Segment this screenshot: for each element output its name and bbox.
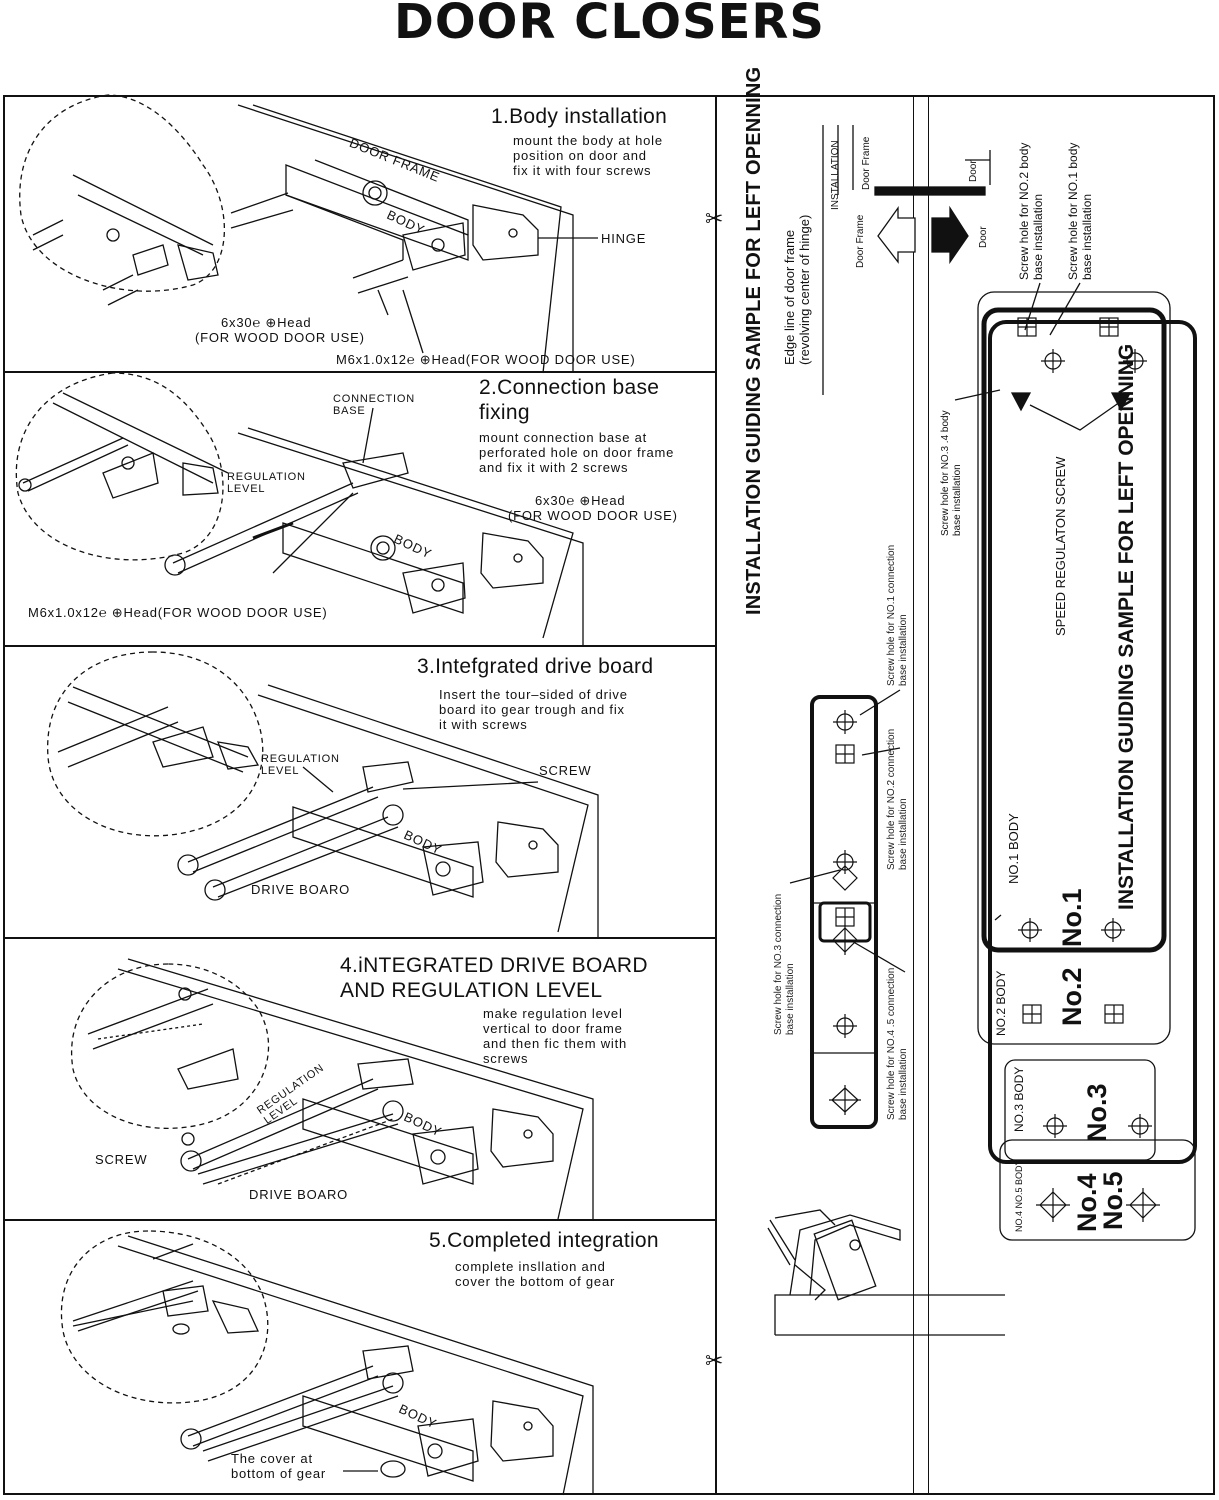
step-5-illustration (60, 1230, 594, 1496)
step-4-heading: 4.iNTEGRATED DRIVE BOARD AND REGULATION … (340, 954, 648, 1002)
regulation-level-label: REGULATION LEVEL (261, 753, 340, 777)
speed-regulation-screw-label: SPEED REGULATON SCREW (1053, 456, 1068, 636)
edge-line-label: Edge line of door frame (revolving cente… (782, 214, 812, 365)
step-3-heading: 3.Intefgrated drive board (417, 655, 654, 678)
step-2: 2.Connection base fixing mount connectio… (3, 372, 716, 647)
drive-board-label: DRIVE BOARO (249, 1187, 349, 1202)
no2-body-label: NO.2 BODY (994, 970, 1008, 1036)
installation-label: INSTALLATION (830, 140, 841, 210)
cut-line-2 (928, 95, 929, 1495)
step-1: 1.Body installation mount the body at ho… (3, 94, 716, 374)
screw-spec-m6: M6x1.0x12℮ ⊕Head(FOR WOOD DOOR USE) (28, 605, 328, 620)
body-no3-hole-label: Screw hole for NO.3 .4 body base install… (940, 410, 963, 536)
scissors-icon: ✂ (705, 206, 724, 231)
step-1-heading: 1.Body installation (491, 105, 668, 128)
step-4-illustration (71, 958, 594, 1260)
conn-no45-label: Screw hole for NO.4 .5 connection base i… (886, 967, 909, 1120)
template-title-left: INSTALLATION GUIDING SAMPLE FOR LEFT OPE… (743, 66, 765, 615)
step-5: 5.Completed integration complete insllat… (3, 1221, 716, 1496)
conn-no2-label: Screw hole for NO.2 connection base inst… (886, 728, 909, 870)
conn-no1-label: Screw hole for NO.1 connection base inst… (886, 544, 909, 686)
screw-label: SCREW (95, 1152, 148, 1167)
hinge-label: HINGE (601, 231, 647, 246)
no3-marker: No.3 (1082, 1083, 1112, 1142)
screw-spec-m6: M6x1.0x12℮ ⊕Head(FOR WOOD DOOR USE) (336, 352, 636, 367)
scissors-icon: ✂ (705, 1348, 724, 1373)
step-4: 4.iNTEGRATED DRIVE BOARD AND REGULATION … (3, 939, 716, 1260)
regulation-level-label: REGULATION LEVEL (227, 471, 306, 495)
body-no2-hole-label: Screw hole for NO.2 body base installati… (1017, 142, 1045, 280)
divider-left (715, 95, 717, 1495)
template-title-right: INSTALLATION GUIDING SAMPLE FOR LEFT OPE… (1115, 343, 1138, 910)
screw-spec-6x30-use: (FOR WOOD DOOR USE) (508, 508, 678, 523)
drive-board-label: DRIVE BOARO (251, 882, 351, 897)
step-1-illustration (19, 94, 598, 374)
conn-no3-label: Screw hole for NO.3 connection base inst… (773, 893, 796, 1035)
no1-marker: No.1 (1057, 888, 1087, 947)
screw-spec-6x30: 6x30℮ ⊕Head (221, 315, 312, 330)
step-2-illustration (15, 372, 584, 647)
body-no1-hole-label: Screw hole for NO.1 body base installati… (1066, 142, 1094, 280)
no45-body-label: NO.4 NO.5 BODY (1014, 1159, 1024, 1232)
outer-frame (3, 95, 1215, 1495)
no2-marker: No.2 (1057, 967, 1087, 1026)
step-3: 3.Intefgrated drive board Insert the tou… (3, 647, 716, 939)
page-title: DOOR CLOSERS (394, 0, 825, 50)
door-frame-arrow-label: Door Frame (855, 214, 866, 268)
step-2-heading: 2.Connection base fixing (479, 376, 660, 424)
step-3-illustration (47, 651, 599, 939)
door-frame-top-label: Door Frame (861, 136, 872, 190)
screw-label: SCREW (539, 763, 592, 778)
connection-base-label: CONNECTION BASE (333, 393, 415, 417)
door-top-label: Door (968, 160, 979, 182)
steps-panel: 1.Body installation mount the body at ho… (3, 94, 716, 1496)
cut-line-1 (913, 95, 914, 1495)
screw-spec-6x30: 6x30℮ ⊕Head (535, 493, 626, 508)
cover-label: The cover at bottom of gear (231, 1451, 327, 1481)
step-3-description: Insert the tour–sided of drive board ito… (439, 687, 628, 732)
door-arrow-label: Door (978, 226, 989, 248)
step-5-description: complete insllation and cover the bottom… (455, 1259, 616, 1289)
no5-marker: No.5 (1098, 1171, 1128, 1230)
step-2-description: mount connection base at perforated hole… (479, 430, 675, 475)
step-4-description: make regulation level vertical to door f… (483, 1006, 628, 1066)
screw-spec-6x30-use: (FOR WOOD DOOR USE) (195, 330, 365, 345)
no1-body-label: NO.1 BODY (1006, 813, 1021, 884)
no3-body-label: NO.3 BODY (1012, 1066, 1026, 1132)
step-5-heading: 5.Completed integration (429, 1229, 659, 1252)
step-1-description: mount the body at hole position on door … (513, 133, 663, 178)
